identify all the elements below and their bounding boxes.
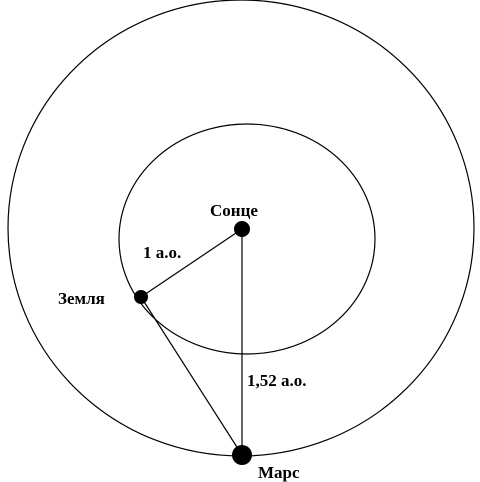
earth-label: Земля xyxy=(58,289,105,308)
earth-mars-line xyxy=(140,296,243,456)
earth-distance-label: 1 а.о. xyxy=(143,243,181,262)
sun-earth-line xyxy=(140,228,243,298)
mars-distance-label: 1,52 а.о. xyxy=(247,371,307,390)
earth-dot xyxy=(134,290,148,304)
sun-label: Сонце xyxy=(210,201,258,220)
earth-orbit xyxy=(118,123,376,355)
sun-dot xyxy=(234,221,250,237)
mars-dot xyxy=(232,445,252,465)
mars-label: Марс xyxy=(258,463,300,482)
